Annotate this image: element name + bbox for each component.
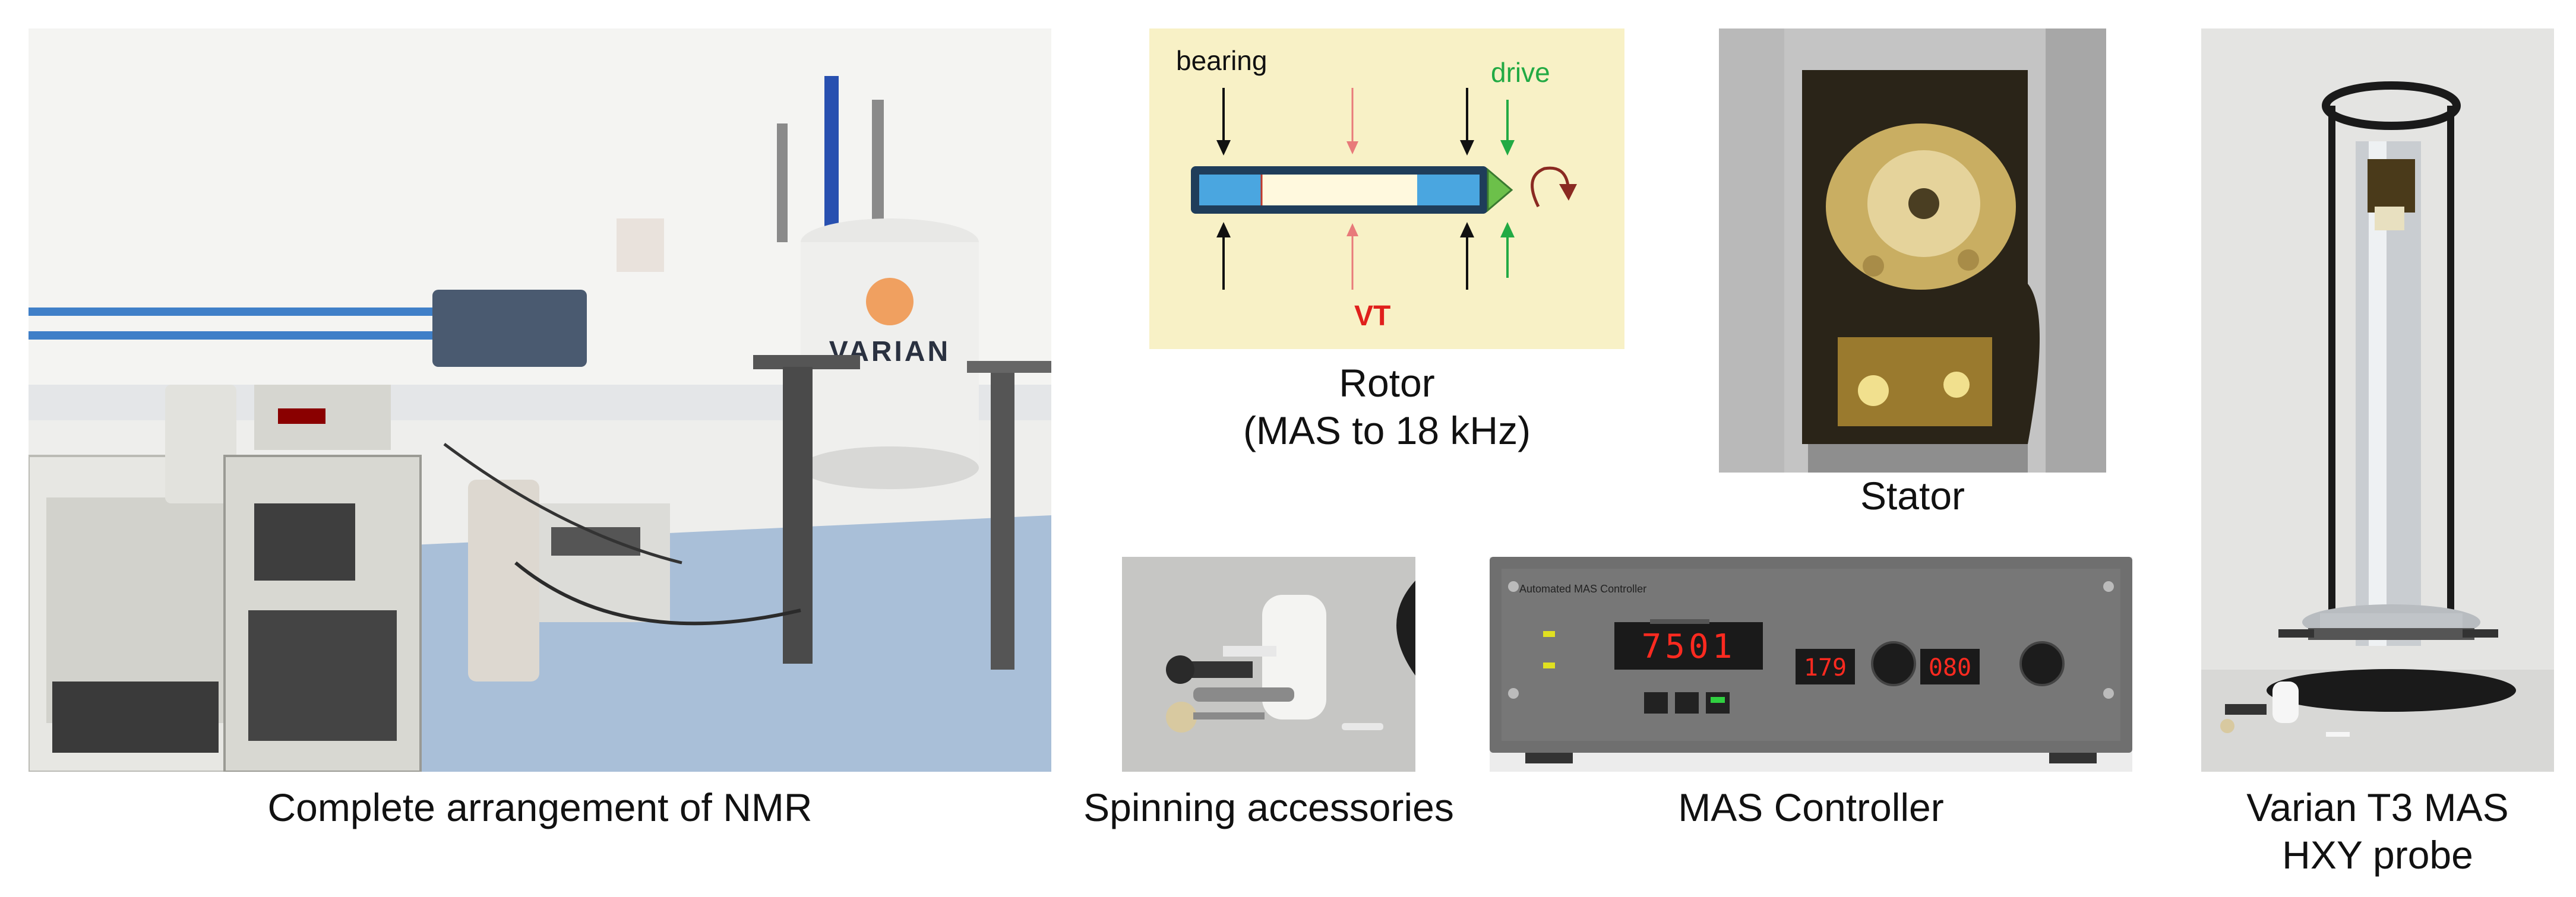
stator-photo — [1719, 28, 2106, 473]
caption-rotor-line2: (MAS to 18 kHz) — [1243, 408, 1531, 452]
caption-rotor-line1: Rotor — [1339, 361, 1435, 405]
rotor-diagram: bearing drive VT — [1149, 28, 1624, 349]
auto-manual-button[interactable] — [1644, 692, 1668, 714]
controller-title: Automated MAS Controller — [1519, 583, 1646, 595]
drive-label: drive — [1491, 57, 1550, 88]
caption-controller: MAS Controller — [1678, 785, 1944, 829]
start-spin-button[interactable] — [1675, 692, 1699, 714]
caption-probe-line2: HXY probe — [2282, 833, 2473, 877]
caption-stator: Stator — [1860, 474, 1965, 518]
bearing-display: 179 — [1804, 654, 1847, 682]
caption-probe: Varian T3 MAS HXY probe — [2201, 784, 2554, 879]
caption-accessories: Spinning accessories — [1083, 785, 1454, 829]
caption-nmr: Complete arrangement of NMR — [267, 785, 813, 829]
bearing-label: bearing — [1176, 45, 1267, 76]
mas-controller-photo: Automated MAS Controller 7501 179 080 — [1490, 557, 2132, 772]
caption-probe-line1: Varian T3 MAS — [2246, 785, 2509, 829]
probe-photo — [2201, 28, 2554, 772]
drive-adjust-knob[interactable] — [2019, 641, 2065, 686]
caption-rotor: Rotor (MAS to 18 kHz) — [1149, 359, 1624, 454]
vt-label: VT — [1354, 300, 1390, 332]
bearing-adjust-knob[interactable] — [1871, 641, 1916, 686]
nmr-setup-photo: VARIAN — [29, 28, 1051, 772]
speed-display: 7501 — [1642, 627, 1736, 666]
drive-display: 080 — [1929, 654, 1971, 682]
spinning-accessories-photo — [1122, 557, 1415, 772]
